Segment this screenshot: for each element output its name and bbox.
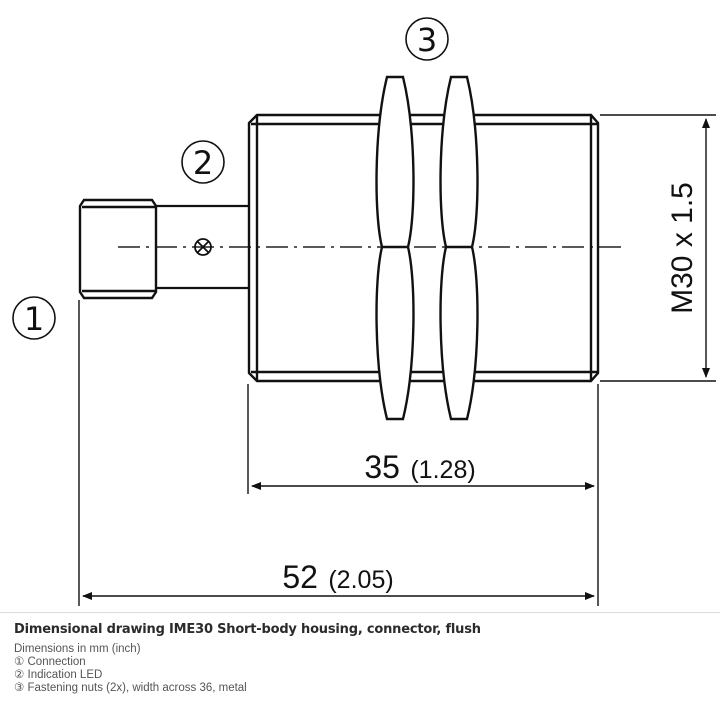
thread-dimension	[600, 114, 716, 382]
dimensional-drawing: 1 2 3 M30 x 1.5 35 (1.28)	[12, 17, 716, 606]
indication-led-symbol	[194, 238, 212, 256]
callout-2: 2	[181, 140, 225, 184]
connector-thread	[78, 198, 158, 300]
dim-52-text: 52 (2.05)	[282, 559, 393, 595]
connector-neck	[156, 204, 249, 290]
caption-item-led: ② Indication LED	[14, 669, 103, 681]
svg-text:2: 2	[193, 144, 213, 182]
caption-item-nuts: ③ Fastening nuts (2x), width across 36, …	[14, 682, 247, 694]
callout-3: 3	[405, 17, 449, 61]
dim-52-value: 52	[282, 559, 318, 595]
svg-text:3: 3	[417, 21, 437, 59]
caption-title: Dimensional drawing IME30 Short-body hou…	[14, 622, 481, 637]
fastening-nut-left	[375, 75, 415, 421]
caption-item-connection: ① Connection	[14, 656, 86, 668]
callout-1: 1	[12, 296, 56, 340]
dim-35-text: 35 (1.28)	[364, 449, 475, 485]
sensor-housing	[247, 113, 600, 383]
dim-35-inch: (1.28)	[410, 456, 475, 484]
extension-lines	[78, 300, 599, 606]
thread-label: M30 x 1.5	[666, 182, 699, 314]
caption-units: Dimensions in mm (inch)	[14, 643, 141, 655]
figure-caption: Dimensional drawing IME30 Short-body hou…	[0, 612, 720, 701]
fastening-nut-right	[439, 75, 479, 421]
dim-35-value: 35	[364, 449, 400, 485]
dim-52-inch: (2.05)	[328, 566, 393, 594]
svg-text:1: 1	[24, 300, 44, 338]
